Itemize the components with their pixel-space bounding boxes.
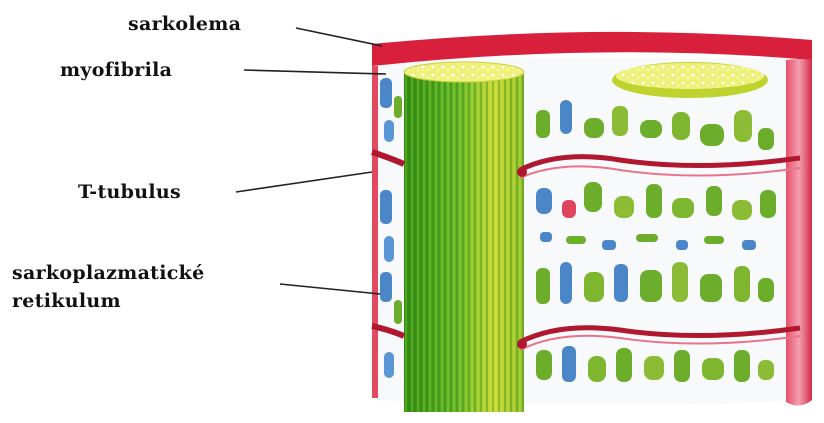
- leader-retikulum: [280, 284, 380, 294]
- leader-lines: [236, 28, 386, 294]
- leader-myofibrila: [244, 70, 386, 74]
- label-sarkolema: sarkolema: [128, 13, 241, 35]
- myofibril-cylinder: [404, 62, 524, 412]
- label-t-tubulus: T-tubulus: [78, 181, 181, 203]
- myofibril-end-right: [612, 62, 768, 98]
- leader-t-tubulus: [236, 172, 372, 192]
- leader-sarkolema: [296, 28, 382, 46]
- label-retikulum: retikulum: [12, 290, 121, 312]
- label-myofibrila: myofibrila: [60, 59, 172, 81]
- label-sarkoplazmaticke: sarkoplazmatické: [12, 262, 205, 284]
